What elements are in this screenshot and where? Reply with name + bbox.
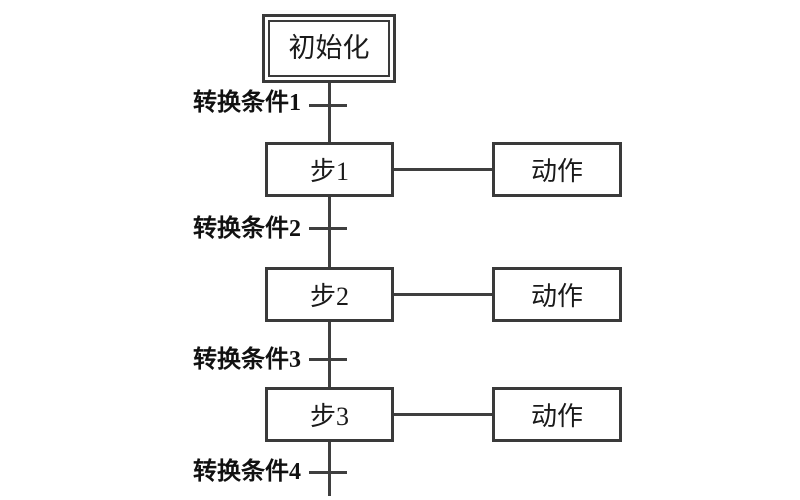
action-box-1: 动作	[492, 142, 622, 197]
connector-line-1	[393, 168, 493, 171]
transition-label-4: 转换条件4	[193, 459, 301, 485]
transition-bar-4	[309, 471, 347, 474]
transition-bar-3	[309, 358, 347, 361]
action-box-3: 动作	[492, 387, 622, 442]
transition-label-1: 转换条件1	[193, 90, 301, 116]
step-box-3: 步3	[265, 387, 394, 442]
transition-label-3: 转换条件3	[193, 347, 301, 373]
connector-line-2	[393, 293, 493, 296]
initial-step-box: 初始化	[262, 14, 396, 83]
step-box-1: 步1	[265, 142, 394, 197]
action-box-2: 动作	[492, 267, 622, 322]
connector-line-3	[393, 413, 493, 416]
transition-bar-1	[309, 104, 347, 107]
step-box-2: 步2	[265, 267, 394, 322]
transition-bar-2	[309, 227, 347, 230]
transition-label-2: 转换条件2	[193, 216, 301, 242]
initial-step-label: 初始化	[268, 20, 390, 77]
